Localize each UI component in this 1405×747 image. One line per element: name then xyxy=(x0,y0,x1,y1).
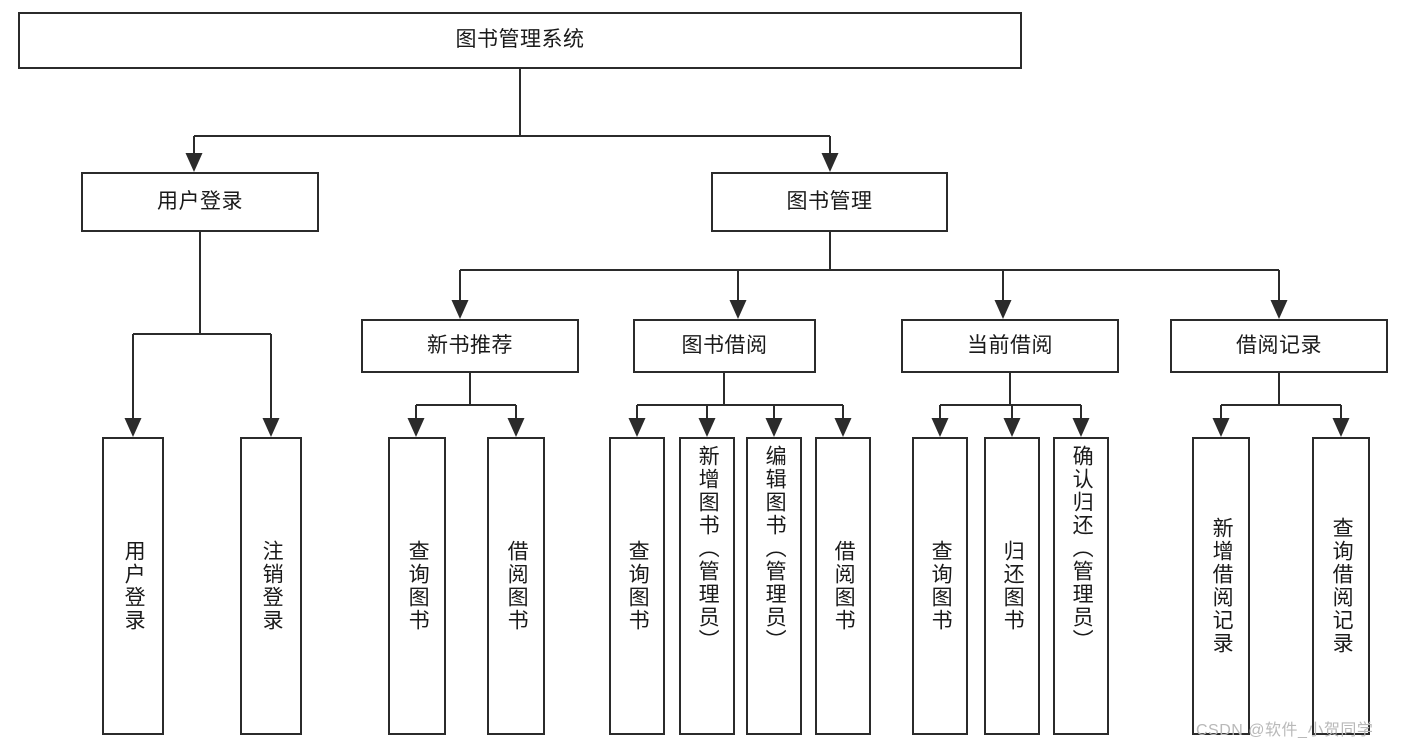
node-label-leaf-user-login: 用户登录 xyxy=(122,540,146,632)
node-leaf-add-record[interactable]: 新增借阅记录 xyxy=(1192,437,1250,735)
node-leaf-logout[interactable]: 注销登录 xyxy=(240,437,302,735)
watermark-text: CSDN @软件_小贺同学 xyxy=(1196,722,1374,739)
node-leaf-user-login[interactable]: 用户登录 xyxy=(102,437,164,735)
node-label-user-login: 用户登录 xyxy=(157,189,243,213)
node-label-leaf-borrow-book-rec: 借阅图书 xyxy=(505,540,529,632)
node-label-leaf-query-book-rec: 查询图书 xyxy=(406,540,430,632)
node-leaf-return-book[interactable]: 归还图书 xyxy=(984,437,1040,735)
node-leaf-borrow-book-rec[interactable]: 借阅图书 xyxy=(487,437,545,735)
node-label-new-book-recommend: 新书推荐 xyxy=(427,333,513,357)
node-root[interactable]: 图书管理系统 xyxy=(18,12,1022,69)
node-label-leaf-query-book-borrow: 查询图书 xyxy=(626,540,650,632)
node-label-leaf-return-book: 归还图书 xyxy=(1001,540,1025,632)
node-new-book-recommend[interactable]: 新书推荐 xyxy=(361,319,579,373)
node-label-leaf-query-record: 查询借阅记录 xyxy=(1330,517,1354,655)
node-label-leaf-logout: 注销登录 xyxy=(260,540,284,632)
node-book-manage[interactable]: 图书管理 xyxy=(711,172,948,232)
node-label-root: 图书管理系统 xyxy=(455,28,585,52)
node-label-leaf-query-book-cur: 查询图书 xyxy=(929,540,953,632)
node-leaf-confirm-return[interactable]: 确认归还（管理员） xyxy=(1053,437,1109,735)
node-label-book-manage: 图书管理 xyxy=(786,189,873,213)
node-leaf-query-book-cur[interactable]: 查询图书 xyxy=(912,437,968,735)
node-borrow-record[interactable]: 借阅记录 xyxy=(1170,319,1388,373)
node-book-borrow[interactable]: 图书借阅 xyxy=(633,319,816,373)
node-leaf-query-book-borrow[interactable]: 查询图书 xyxy=(609,437,665,735)
node-user-login[interactable]: 用户登录 xyxy=(81,172,319,232)
node-label-leaf-add-record: 新增借阅记录 xyxy=(1210,517,1234,655)
node-leaf-query-record[interactable]: 查询借阅记录 xyxy=(1312,437,1370,735)
node-current-borrow[interactable]: 当前借阅 xyxy=(901,319,1119,373)
node-leaf-query-book-rec[interactable]: 查询图书 xyxy=(388,437,446,735)
node-label-borrow-record: 借阅记录 xyxy=(1236,333,1322,357)
node-leaf-edit-book[interactable]: 编辑图书（管理员） xyxy=(746,437,802,735)
node-label-leaf-borrow-book: 借阅图书 xyxy=(832,540,856,632)
node-label-book-borrow: 图书借阅 xyxy=(681,333,768,357)
node-label-leaf-edit-book: 编辑图书（管理员） xyxy=(763,445,787,652)
node-label-current-borrow: 当前借阅 xyxy=(967,333,1053,357)
node-label-leaf-add-book: 新增图书（管理员） xyxy=(696,445,720,652)
node-leaf-borrow-book[interactable]: 借阅图书 xyxy=(815,437,871,735)
node-label-leaf-confirm-return: 确认归还（管理员） xyxy=(1070,445,1094,652)
node-leaf-add-book[interactable]: 新增图书（管理员） xyxy=(679,437,735,735)
